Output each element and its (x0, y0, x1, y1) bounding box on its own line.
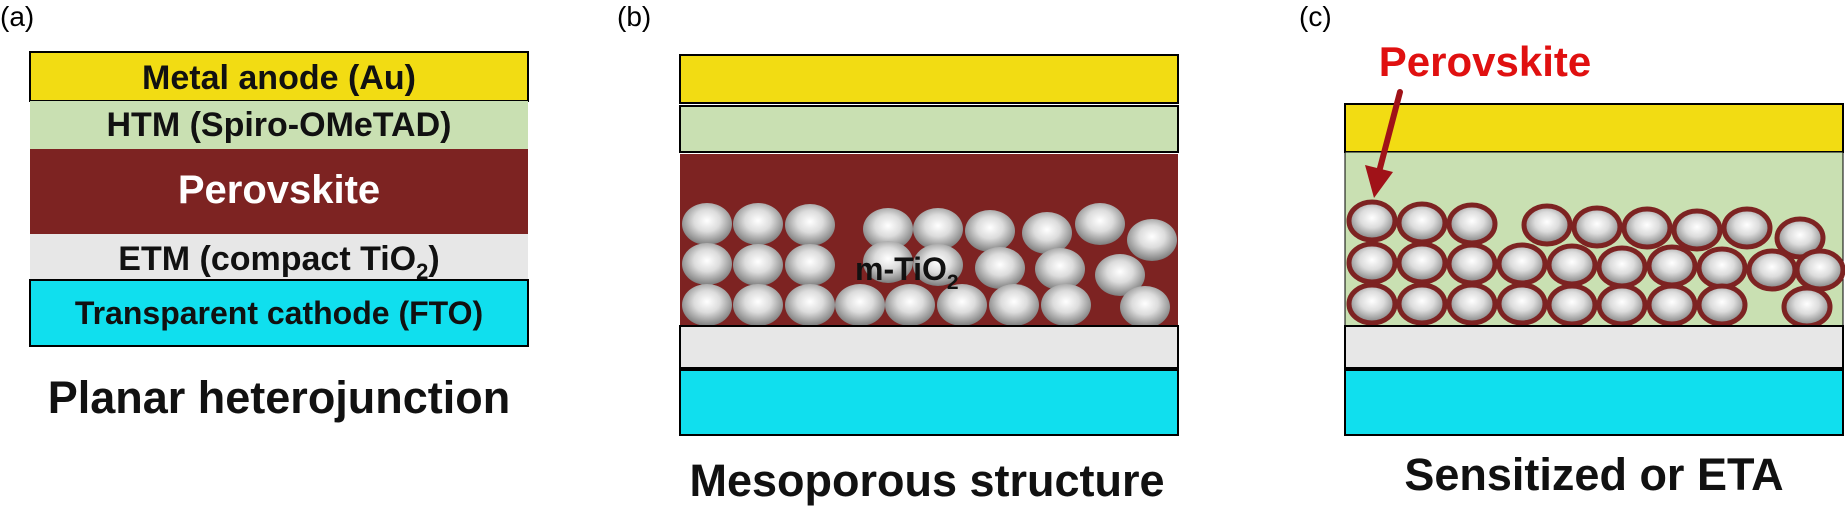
layer-anode (679, 54, 1179, 104)
tio2-particle (1396, 241, 1448, 285)
mtio2-label: m-TiO2 (855, 251, 959, 294)
tio2-particle (1346, 199, 1398, 243)
tio2-particle (682, 284, 732, 326)
tio2-particle (1696, 283, 1748, 327)
tio2-particle (1596, 245, 1648, 289)
tio2-particle (913, 244, 963, 286)
layer-anode (1344, 103, 1844, 153)
tio2-particle (733, 244, 783, 286)
tio2-particle (1546, 283, 1598, 327)
tio2-particle (1521, 203, 1573, 247)
panel-a-tag: (a) (0, 1, 34, 32)
layer-cathode (1344, 369, 1844, 436)
layer-etm (679, 325, 1179, 369)
tio2-particle (989, 284, 1039, 326)
tio2-particle (1041, 284, 1091, 326)
panel-a-caption: Planar heterojunction (48, 372, 511, 423)
tio2-particle (1346, 241, 1398, 285)
layer-perovskite (30, 149, 528, 234)
tio2-particle (733, 284, 783, 326)
tio2-particle (1671, 208, 1723, 252)
tio2-particle (1571, 205, 1623, 249)
tio2-particle (1496, 242, 1548, 286)
tio2-particle (1446, 242, 1498, 286)
layer-cathode (29, 279, 529, 347)
tio2-particle (785, 284, 835, 326)
layer-htm-label: HTM (Spiro-OMeTAD) (107, 106, 452, 144)
layer-perovskite-label: Perovskite (178, 168, 380, 212)
tio2-particle (1075, 203, 1125, 245)
tio2-particle (1721, 206, 1773, 250)
tio2-particle (1696, 246, 1748, 290)
tio2-particle (835, 284, 885, 326)
panel-a: (a) Metal anode (Au) HTM (Spiro-OMeTAD) … (0, 1, 529, 423)
tio2-particle (682, 243, 732, 285)
tio2-particle (1794, 248, 1845, 292)
layer-anode (29, 51, 529, 102)
tio2-particle (885, 284, 935, 326)
tio2-particle (965, 210, 1015, 252)
layer-cathode-label: Transparent cathode (FTO) (75, 295, 483, 331)
tio2-particle (1546, 243, 1598, 287)
tio2-particle (1095, 254, 1145, 296)
tio2-particle (975, 247, 1025, 289)
perovskite-annotation: Perovskite (1379, 38, 1591, 85)
tio2-particle (1396, 201, 1448, 245)
tio2-particle (1127, 219, 1177, 261)
tio2-particle (1035, 248, 1085, 290)
tio2-particle (1446, 282, 1498, 326)
tio2-particle (1022, 212, 1072, 254)
layer-etm (30, 234, 528, 280)
layer-htm (30, 101, 528, 149)
tio2-particle (863, 208, 913, 250)
tio2-particle (1446, 202, 1498, 246)
tio2-particle (1596, 283, 1648, 327)
tio2-particle (1346, 282, 1398, 326)
tio2-particle (1646, 283, 1698, 327)
tio2-particle (937, 284, 987, 326)
tio2-particle (1646, 244, 1698, 288)
panel-c: (c) Perovskite Sensitized or ETA (1299, 1, 1845, 500)
tio2-particle (1746, 248, 1798, 292)
panel-b-caption: Mesoporous structure (689, 455, 1164, 506)
layer-etm-label: ETM (compact TiO2) (118, 240, 439, 284)
annotation-arrow (1365, 89, 1403, 198)
coated-tio2-particles (1346, 199, 1845, 329)
tio2-particle (1621, 206, 1673, 250)
tio2-particle (863, 241, 913, 283)
tio2-particle (785, 244, 835, 286)
panel-c-tag: (c) (1299, 1, 1332, 32)
mesoporous-tio2-particles (682, 203, 1177, 328)
panel-c-caption: Sensitized or ETA (1404, 449, 1783, 500)
tio2-particle (682, 203, 732, 245)
tio2-particle (1120, 286, 1170, 328)
tio2-particle (1496, 282, 1548, 326)
tio2-particle (785, 204, 835, 246)
layer-cathode (679, 369, 1179, 436)
panel-b: (b) m-TiO2 Mesoporous structure (617, 1, 1179, 506)
layer-anode-label: Metal anode (Au) (142, 59, 416, 97)
layer-htm (679, 105, 1179, 153)
tio2-particle (913, 208, 963, 250)
tio2-particle (733, 203, 783, 245)
tio2-particle (1396, 282, 1448, 326)
tio2-particle (1781, 285, 1833, 329)
panel-b-tag: (b) (617, 1, 651, 32)
layer-etm (1344, 325, 1844, 369)
